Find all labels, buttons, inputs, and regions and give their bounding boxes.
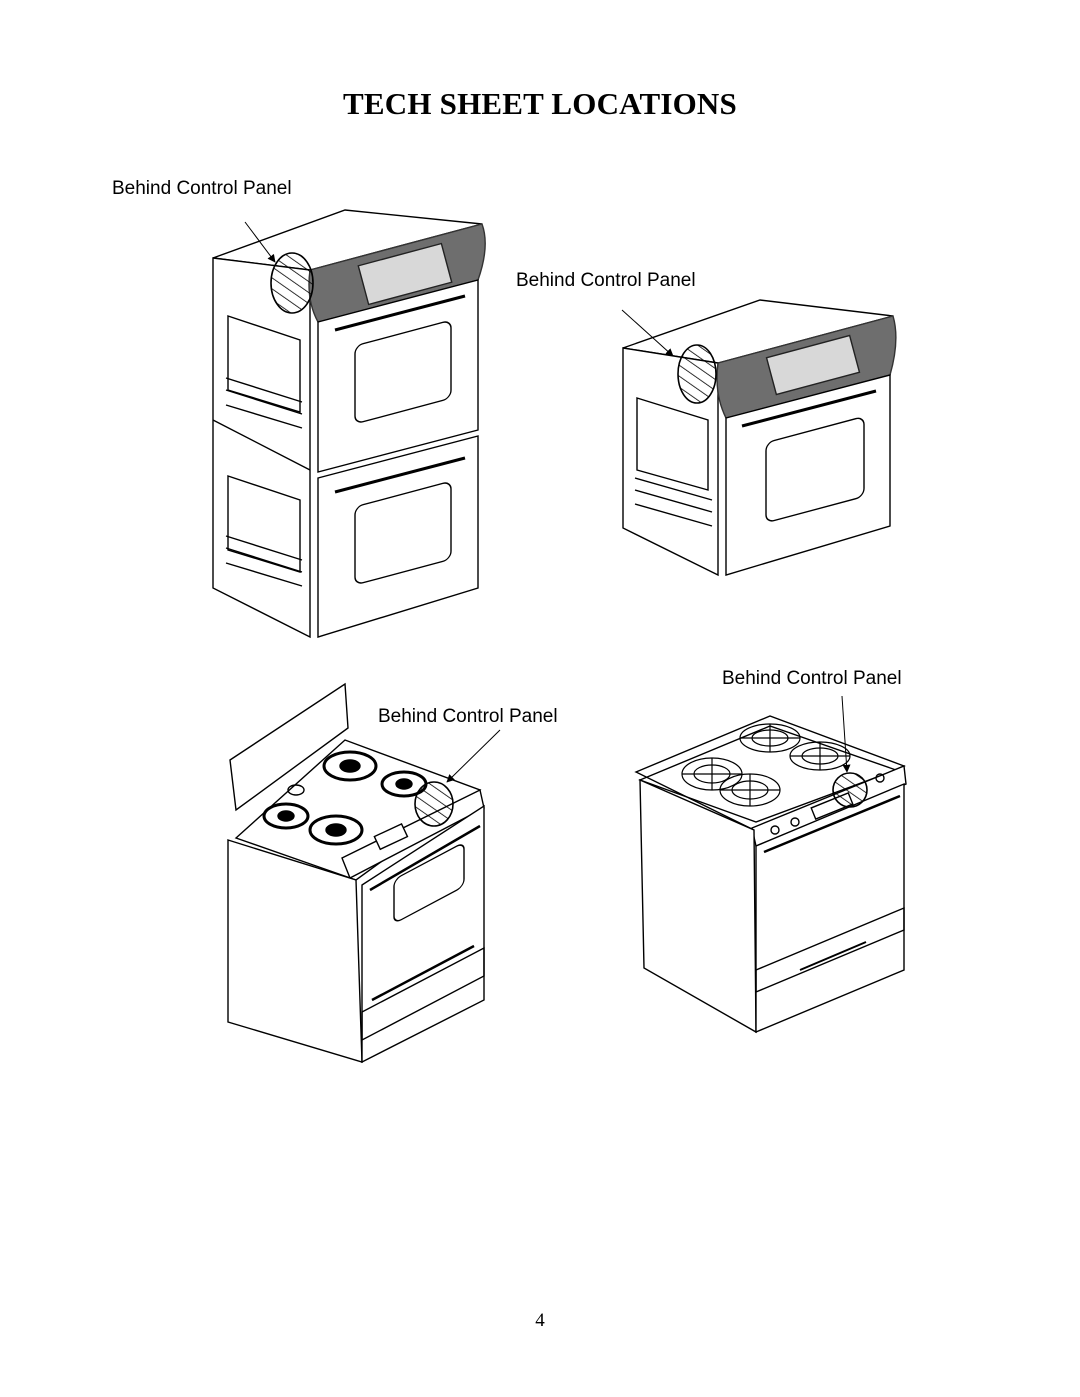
single-wall-oven: [622, 299, 897, 577]
label-slide-in-range: Behind Control Panel: [722, 668, 902, 689]
callout-ellipse-single-oven: [677, 344, 717, 404]
label-single-oven: Behind Control Panel: [516, 270, 696, 291]
arrow-single-oven: [621, 309, 674, 357]
double-wall-oven: [212, 209, 486, 639]
page-title: TECH SHEET LOCATIONS: [343, 86, 737, 121]
arrow-freestanding-range: [446, 729, 501, 783]
freestanding-range: [227, 682, 485, 1064]
label-freestanding-range: Behind Control Panel: [378, 706, 558, 727]
callout-ellipse-slide-in-range: [832, 772, 868, 808]
arrow-double-oven: [244, 221, 276, 263]
callout-ellipse-double-oven: [270, 252, 314, 314]
label-double-oven: Behind Control Panel: [112, 178, 292, 199]
slide-in-range: [634, 715, 907, 1034]
page-number: 4: [535, 1310, 545, 1331]
arrow-slide-in-range: [841, 695, 851, 773]
callout-ellipse-freestanding-range: [414, 781, 454, 827]
